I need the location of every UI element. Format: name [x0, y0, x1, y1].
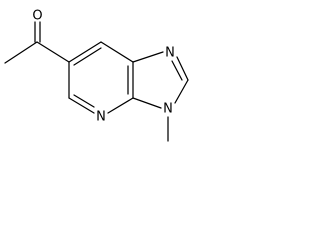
bond-n3-c3a	[132, 97, 162, 109]
bond-c6-c7-inner	[73, 47, 102, 66]
molecule-diagram: O N N N	[4, 9, 189, 142]
bond-n1-c2	[176, 56, 189, 81]
bond-c3a-n4	[107, 97, 134, 114]
bond-c7-c7a	[100, 41, 134, 63]
nitrogen-imidazole-label: N	[165, 46, 175, 61]
nitrogen-methyl-label: N	[163, 102, 173, 117]
bond-n1-c2-inner	[171, 60, 183, 81]
oxygen-label: O	[32, 9, 42, 24]
bond-methyl-carbonyl	[4, 41, 38, 64]
structure-canvas: O N N N	[0, 0, 208, 163]
bond-n4-c5-inner	[73, 94, 95, 108]
bond-n4-c5	[68, 97, 95, 114]
nitrogen-pyridine-label: N	[96, 110, 106, 125]
bond-c7a-n1	[132, 51, 164, 63]
bond-c6-c7	[68, 41, 102, 63]
bond-carbonyl-ring	[36, 41, 70, 63]
bond-c2-n3	[174, 79, 189, 104]
